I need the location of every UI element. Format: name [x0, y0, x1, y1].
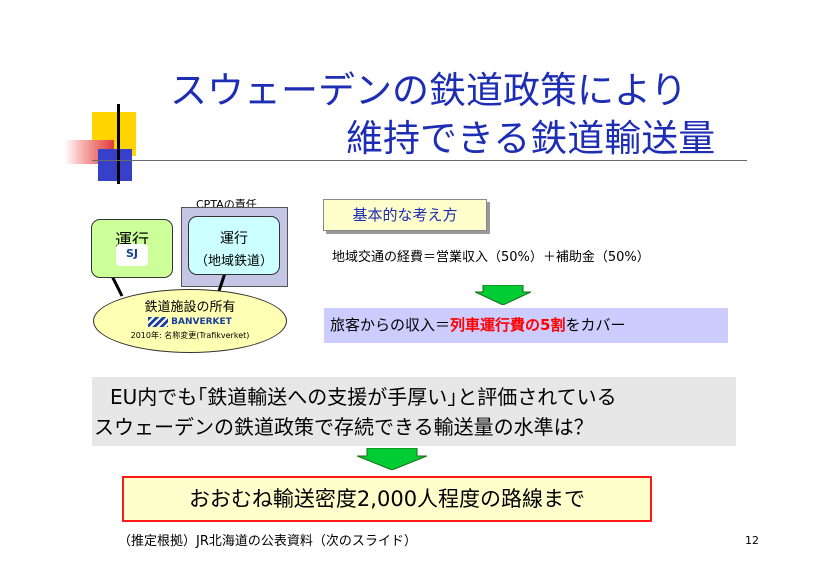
- title-underline: [92, 160, 747, 161]
- question-box: EU内でも｢鉄道輸送への支援が手厚い｣と評価されている スウェーデンの鉄道政策で…: [92, 377, 736, 446]
- fare-highlight: 列車運行費の5割: [450, 316, 566, 334]
- answer-box: おおむね輸送密度2,000人程度の路線まで: [122, 476, 652, 522]
- cost-formula: 地域交通の経費＝営業収入（50%）＋補助金（50%）: [332, 250, 650, 265]
- page-number: 12: [745, 534, 759, 547]
- slide-title-line1: スウェーデンの鉄道政策により: [170, 69, 688, 112]
- deco-vertical-line: [117, 104, 120, 184]
- fare-prefix: 旅客からの収入＝: [330, 316, 451, 334]
- fare-revenue-box: 旅客からの収入＝列車運行費の5割をカバー: [324, 308, 728, 343]
- ownership-ellipse: 鉄道施設の所有 BANVERKET 2010年: 名称変更(Trafikverk…: [93, 289, 287, 353]
- deco-blue-square: [98, 149, 132, 181]
- basic-idea-label: 基本的な考え方: [323, 199, 487, 231]
- operation-regional-label: 運行: [220, 231, 248, 247]
- ownership-label: 鉄道施設の所有: [144, 300, 236, 315]
- slide-title-line2: 維持できる鉄道輸送量: [346, 117, 716, 160]
- operation-regional-sublabel: （地域鉄道）: [194, 254, 273, 269]
- sj-logo-text: SJ: [125, 247, 138, 260]
- banverket-logo: BANVERKET: [94, 317, 286, 327]
- basis-note: （推定根拠）JR北海道の公表資料（次のスライド）: [118, 534, 417, 549]
- connector-left: [110, 275, 124, 297]
- down-arrow-icon: [357, 448, 427, 470]
- operation-regional-box: 運行 （地域鉄道）: [188, 216, 280, 275]
- down-arrow-icon: [475, 285, 531, 305]
- fare-suffix: をカバー: [565, 316, 626, 334]
- rename-note: 2010年: 名称変更(Trafikverket): [130, 331, 250, 340]
- banverket-logo-text: BANVERKET: [171, 317, 232, 327]
- banverket-mark-icon: [148, 317, 169, 327]
- question-line2: スウェーデンの鉄道政策で存続できる輸送量の水準は？: [94, 415, 594, 439]
- question-line1: EU内でも｢鉄道輸送への支援が手厚い｣と評価されている: [110, 385, 617, 409]
- sj-logo: SJ: [116, 244, 148, 266]
